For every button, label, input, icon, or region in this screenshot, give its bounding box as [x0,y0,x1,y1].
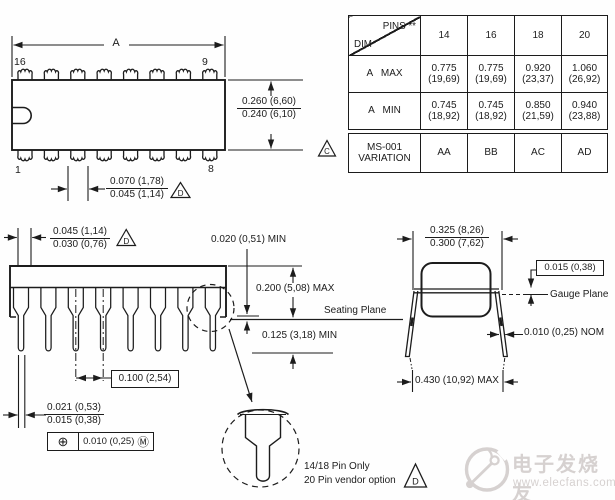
dim-shoulder-min: 0.045 (1,14) [110,189,164,200]
table-cell: 0.745 (18,92) [467,92,515,130]
top-view-pins [17,68,218,162]
dimension-table: PINS ** DIM 14 16 18 20 A MAX 0.775 (19,… [348,15,608,130]
dim-pitch-box: 0.100 (2,54) [111,370,179,388]
side-view-outline [9,265,253,403]
dim-lead-width: 0.045 (1,14) 0.030 (0,76) [50,226,110,251]
detail-view: D [221,408,428,488]
true-position-frame: ⊕ 0.010 (0,25) Ⓜ [47,432,154,451]
seating-plane-label: Seating Plane [324,305,387,316]
pin-number-9: 9 [202,56,208,68]
svg-text:D: D [123,237,129,246]
end-view-dimensions [397,231,548,392]
pin-number-8: 8 [208,163,214,175]
end-view-left-lead [404,290,419,358]
table-col-20: 20 [561,15,608,56]
row-label-a-min: A MIN [348,92,421,130]
watermark-url: www.elecfans.com [513,477,615,489]
dim-overall-spread-label: 0.430 (10,92) MAX [415,375,499,386]
top-view-outline [11,68,226,162]
table-cell: 1.060 (26,92) [561,55,608,93]
table-cell: AC [514,133,562,173]
position-tolerance: 0.010 (0,25) [83,436,135,447]
end-view-outline [404,262,509,358]
table-col-14: 14 [420,15,468,56]
svg-text:C: C [324,147,330,156]
mmc-modifier-icon: Ⓜ [137,436,149,449]
dim-body-height-label: 0.200 (5,08) MAX [256,283,335,294]
dim-lead-thickness: 0.021 (0,53) 0.015 (0,38) [44,402,104,427]
table-row-a-max: A MAX 0.775 (19,69) 0.775 (19,69) 0.920 … [348,55,608,93]
note-triangle-letter: D [178,189,184,198]
watermark-brand: 电子发烧友 [512,454,600,500]
top-view-dimensions: D [11,36,303,201]
position-symbol-icon: ⊕ [48,433,79,450]
table-corner-cell: PINS ** DIM [348,15,421,56]
table-cell: AD [561,133,608,173]
table-cell: 0.775 (19,69) [420,55,468,93]
table-cell: 0.940 (23,88) [561,92,608,130]
elecfans-logo-icon [464,447,510,492]
dim-shoulder-width: 0.070 (1,78) 0.045 (1,14) [106,176,168,201]
note-triangle-icon [115,228,137,247]
dim-body-width-min: 0.240 (6,10) [242,109,296,120]
dim-lead-thickness-min: 0.015 (0,38) [47,415,101,426]
table-col-18: 18 [514,15,562,56]
table-corner-dim: DIM [354,38,372,50]
row-label-variation: MS-001 VARIATION [348,133,421,173]
dim-lead-length-label: 0.125 (3,18) MIN [262,330,338,341]
table-cell: 0.775 (19,69) [467,55,515,93]
table-cell: AA [420,133,468,173]
dim-lead-width-min: 0.030 (0,76) [53,239,107,250]
dim-lead-tip-label: 0.010 (0,25) NOM [524,327,605,338]
table-row-a-min: A MIN 0.745 (18,92) 0.745 (18,92) 0.850 … [348,92,608,130]
table-row-variation: MS-001 VARIATION AA BB AC AD [348,133,608,173]
note-triangle-icon [169,181,192,199]
table-cell: 0.920 (23,37) [514,55,562,93]
dim-row-spacing-min: 0.300 (7,62) [430,238,484,249]
table-note-triangle-icon: C [317,139,337,157]
dim-row-spacing: 0.325 (8,26) 0.300 (7,62) [425,225,489,250]
side-view-dimensions: D [3,228,403,428]
dim-body-width-max: 0.260 (6,60) [237,96,301,109]
dim-row-spacing-max: 0.325 (8,26) [425,225,489,238]
dim-lead-thickness-max: 0.021 (0,53) [44,402,104,415]
dim-overall-length-label: A [112,37,120,49]
detail-callout-circle [186,283,235,333]
detail-leader-arrow [228,328,253,403]
svg-text:D: D [412,476,419,486]
pin-number-16: 16 [14,56,26,68]
table-cell: 0.745 (18,92) [420,92,468,130]
table-col-16: 16 [467,15,515,56]
table-cell: BB [467,133,515,173]
detail-note-line2: 20 Pin vendor option [304,475,396,486]
table-cell: 0.850 (21,59) [514,92,562,130]
dim-body-width: 0.260 (6,60) 0.240 (6,10) [237,96,301,121]
dim-shoulder-max: 0.070 (1,78) [106,176,168,189]
dim-standoff-label: 0.020 (0,51) MIN [211,234,287,245]
table-corner-pins: PINS ** [382,21,416,32]
end-view-right-lead [494,290,509,358]
gauge-plane-label: Gauge Plane [550,289,609,300]
detail-note-line1: 14/18 Pin Only [304,461,370,472]
dim-lead-width-max: 0.045 (1,14) [50,226,110,239]
dim-gauge-offset-box: 0.015 (0,38) [536,260,604,276]
row-label-a-max: A MAX [348,55,421,93]
variation-table: MS-001 VARIATION AA BB AC AD [348,133,608,173]
pin-number-1: 1 [15,164,21,176]
note-triangle-icon [403,462,428,488]
